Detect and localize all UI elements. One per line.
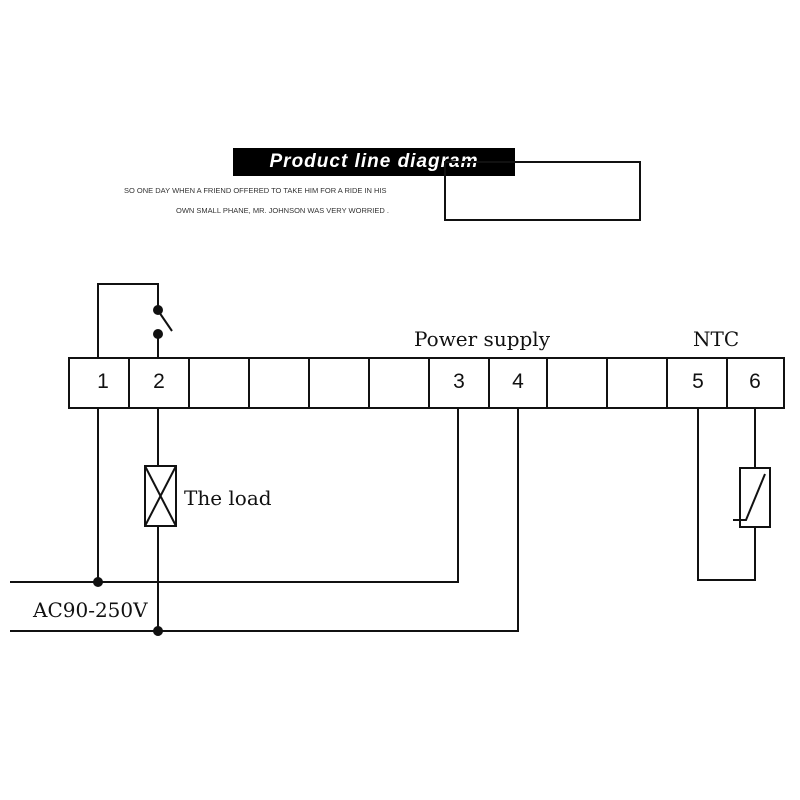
supply-line-2 — [10, 408, 519, 632]
wires — [10, 161, 785, 632]
supply-line-1 — [10, 408, 459, 583]
ntc-thermistor — [739, 467, 771, 528]
ntc-wire — [697, 408, 756, 581]
load-box — [144, 465, 177, 527]
voltage-label: AC90-250V — [33, 598, 148, 622]
terminal-3: 3 — [453, 370, 465, 393]
caption-line-2: OWN SMALL PHANE, MR. JOHNSON WAS VERY WO… — [176, 206, 389, 215]
terminal-1: 1 — [97, 370, 109, 393]
load-label: The load — [184, 486, 272, 510]
switch-contact — [158, 311, 173, 332]
thermistor-slash — [733, 473, 766, 521]
terminal-4: 4 — [512, 370, 524, 393]
junction-dot — [93, 577, 103, 587]
switch-dot — [153, 329, 163, 339]
caption-line-1: SO ONE DAY WHEN A FRIEND OFFERED TO TAKE… — [124, 186, 387, 195]
junction-dot — [153, 626, 163, 636]
load-cross — [144, 465, 177, 527]
switch-dot — [153, 305, 163, 315]
terminal-dividers — [128, 358, 728, 408]
switch-wire — [97, 283, 159, 358]
empty-box — [444, 161, 641, 221]
power-supply-label: Power supply — [414, 327, 551, 351]
terminal-strip — [68, 357, 785, 409]
terminal-6: 6 — [749, 370, 761, 393]
terminal-2: 2 — [153, 370, 165, 393]
terminal-5: 5 — [692, 370, 704, 393]
ntc-label: NTC — [693, 327, 740, 351]
